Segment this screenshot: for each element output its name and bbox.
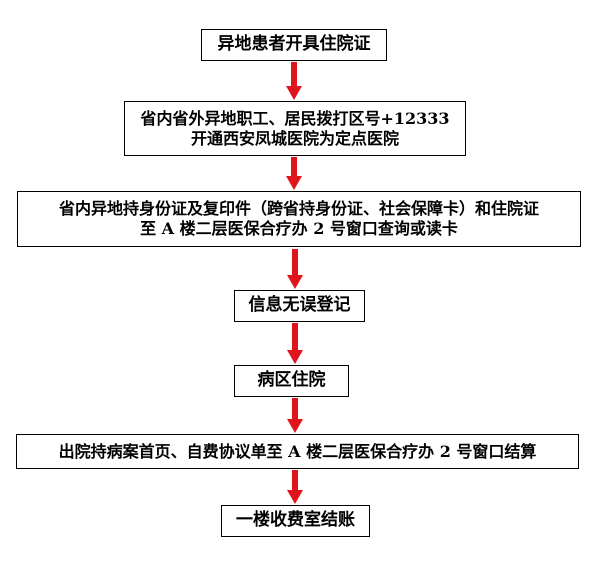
step-5-text: 病区住院 bbox=[257, 370, 326, 391]
step-7-box: 一楼收费室结账 bbox=[221, 505, 370, 537]
arrow-down-icon bbox=[286, 62, 302, 100]
step-6-text: 出院持病案首页、自费协议单至 A 楼二层医保合疗办 2 号窗口结算 bbox=[58, 441, 537, 461]
step-4-box: 信息无误登记 bbox=[234, 290, 365, 322]
step-3-text-line-2: 至 A 楼二层医保合疗办 2 号窗口查询或读卡 bbox=[140, 219, 458, 238]
arrow-down-icon bbox=[287, 470, 303, 504]
step-7-text: 一楼收费室结账 bbox=[236, 510, 355, 531]
step-2-text-line-1: 省内省外异地职工、居民拨打区号+12333 bbox=[140, 108, 450, 128]
step-6-box: 出院持病案首页、自费协议单至 A 楼二层医保合疗办 2 号窗口结算 bbox=[16, 434, 579, 469]
arrow-down-icon bbox=[286, 157, 302, 190]
step-1-box: 异地患者开具住院证 bbox=[201, 29, 387, 61]
step-1-text: 异地患者开具住院证 bbox=[217, 34, 371, 55]
step-5-box: 病区住院 bbox=[234, 365, 349, 397]
step-4-text: 信息无误登记 bbox=[248, 295, 351, 316]
step-2-text-line-2: 开通西安凤城医院为定点医院 bbox=[190, 128, 399, 148]
arrow-down-icon bbox=[287, 398, 303, 433]
step-3-text-line-1: 省内异地持身份证及复印件（跨省持身份证、社会保障卡）和住院证 bbox=[58, 199, 539, 218]
arrow-down-icon bbox=[287, 249, 303, 289]
arrow-down-icon bbox=[287, 323, 303, 364]
step-3-box: 省内异地持身份证及复印件（跨省持身份证、社会保障卡）和住院证 至 A 楼二层医保… bbox=[17, 191, 581, 247]
step-2-box: 省内省外异地职工、居民拨打区号+12333 开通西安凤城医院为定点医院 bbox=[124, 101, 466, 156]
